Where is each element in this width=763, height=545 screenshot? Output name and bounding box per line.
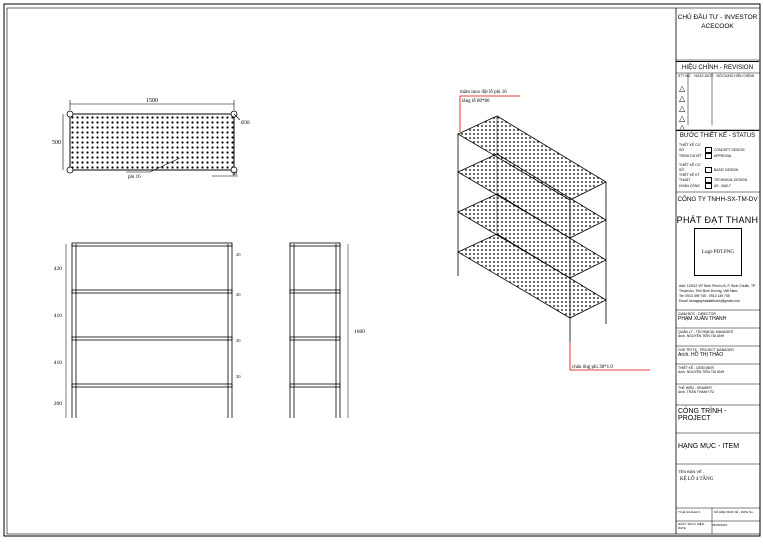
hole-label: phi 16 bbox=[128, 175, 141, 180]
spacing-2: 410 bbox=[54, 313, 63, 319]
inner-border bbox=[6, 7, 761, 535]
pole-note: tăng lỗ 80*80 bbox=[462, 98, 490, 104]
revision-title: HIỆU CHỈNH - REVISION bbox=[676, 61, 759, 72]
rev-col-date: NGÀY-DATE bbox=[694, 74, 714, 78]
corner-hole bbox=[66, 110, 74, 118]
thickness-dim-4: 20 bbox=[236, 374, 241, 379]
hole-diameter-dimension: Ø38 bbox=[241, 121, 250, 126]
date-value: 09/05/2023 bbox=[712, 523, 728, 527]
isometric-view bbox=[457, 115, 607, 342]
depth-dimension: 500 bbox=[52, 140, 61, 146]
company-email: Email: kesagiaphatdatthanh@gmail.com bbox=[679, 299, 740, 303]
rev-col-content: NỘI DUNG HIỆU CHỈNH bbox=[716, 74, 755, 78]
sheet-number-label: SỐ HIỆU BẢN VẼ - DWG No. bbox=[714, 510, 754, 514]
iso-shelf-4 bbox=[457, 233, 607, 319]
leg-note: chân ống phi 38*1.0 bbox=[572, 365, 613, 370]
status-checkbox[interactable] bbox=[705, 183, 712, 189]
revision-triangle-icon: △ bbox=[679, 94, 686, 103]
outer-border bbox=[3, 3, 761, 537]
offset-dimension: 30 bbox=[232, 172, 238, 177]
investor-block: CHỦ ĐẦU TƯ - INVESTOR ACECOOK bbox=[676, 13, 759, 31]
perforated-tray bbox=[69, 113, 235, 171]
company-line: CÔNG TY TNHH-SX-TM-DV bbox=[677, 196, 758, 203]
company-contact: Add: 109/12 VP. Bình Phước B, P. Bình Ch… bbox=[679, 284, 758, 304]
item-title: HẠNG MỤC - ITEM bbox=[678, 443, 740, 450]
revision-triangle-icon: △ bbox=[679, 84, 686, 93]
project-title: CÔNG TRÌNH - PROJECT bbox=[678, 408, 727, 422]
company-name: PHÁT ĐẠT THANH bbox=[676, 215, 759, 225]
spacing-4: 200 bbox=[54, 401, 63, 407]
status-checkbox[interactable] bbox=[705, 147, 712, 154]
company-logo: Logo PDT.PNG bbox=[694, 228, 742, 276]
title-block: CHỦ ĐẦU TƯ - INVESTOR ACECOOK HIỆU CHỈNH… bbox=[676, 9, 759, 534]
tray-note: mâm inox đột lỗ phi 16 bbox=[460, 89, 507, 95]
status-checkbox[interactable] bbox=[705, 167, 712, 174]
height-dimension: 1600 bbox=[354, 329, 365, 335]
top-view: 1500 500 Ø38 30 phi 16 bbox=[52, 98, 250, 180]
corner-hole bbox=[66, 166, 74, 174]
iso-callouts bbox=[459, 95, 650, 371]
front-view-dimensions: 420 410 410 200 20 20 20 20 bbox=[54, 252, 242, 407]
side-view bbox=[289, 242, 349, 418]
width-dimension: 1500 bbox=[146, 98, 158, 104]
company-phone: Tel: 0913 399 745 - 0913 149 755 bbox=[679, 294, 730, 298]
investor-name: ACECOOK bbox=[701, 23, 734, 30]
thickness-dim-1: 20 bbox=[236, 252, 241, 257]
shelf-1 bbox=[71, 242, 233, 247]
status-checkbox[interactable] bbox=[705, 177, 712, 184]
scale-value: 1/1 bbox=[696, 510, 701, 514]
thickness-dim-2: 20 bbox=[236, 292, 241, 297]
spacing-3: 410 bbox=[54, 360, 63, 366]
revision-triangle-icon: △ bbox=[679, 123, 686, 132]
revision-triangle-icon: △ bbox=[679, 114, 686, 123]
shelf-4 bbox=[71, 383, 233, 388]
shelf-2 bbox=[71, 289, 233, 294]
revision-triangle-icon: △ bbox=[679, 104, 686, 113]
revision-headers: STT NO. NGÀY-DATE NỘI DUNG HIỆU CHỈNH bbox=[678, 74, 754, 78]
front-view bbox=[65, 242, 233, 418]
scale-label: TỈ LỆ-SCALE bbox=[678, 510, 697, 514]
drawing-name: KỆ LỖ 4 TẦNG bbox=[680, 477, 714, 482]
shelf-3 bbox=[71, 336, 233, 341]
spacing-1: 420 bbox=[54, 266, 63, 272]
investor-label: CHỦ ĐẦU TƯ - INVESTOR bbox=[677, 14, 758, 21]
status-title: BƯỚC THIẾT KẾ - STATUS bbox=[676, 130, 759, 141]
company-address: Add: 109/12 VP. Bình Phước B, P. Bình Ch… bbox=[679, 284, 756, 293]
thickness-dim-3: 20 bbox=[236, 338, 241, 343]
date-label: NGÀY THỰC HIỆN - DATE bbox=[678, 522, 706, 530]
status-checkbox[interactable] bbox=[705, 153, 712, 159]
rev-col-no: STT NO. bbox=[678, 74, 692, 78]
drawing-name-label: TÊN BẢN VẼ - bbox=[678, 469, 705, 474]
